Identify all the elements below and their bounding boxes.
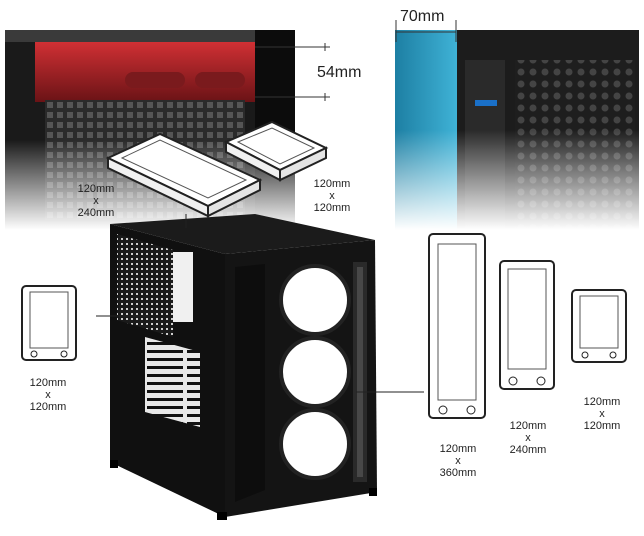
dimension-54-lines <box>255 43 330 101</box>
dimension-70-label: 70mm <box>400 8 445 25</box>
label-front-120: 120mm x 120mm <box>583 396 621 432</box>
dimension-70-lines <box>395 20 457 42</box>
label-top-large: 120mm x 240mm <box>77 183 115 219</box>
side-clearance-photo <box>395 30 639 230</box>
case-photo <box>105 212 385 524</box>
radiator-top-small <box>223 120 329 182</box>
radiator-rear <box>21 285 77 361</box>
dimension-54-label: 54mm <box>317 64 362 81</box>
label-front-240: 120mm x 240mm <box>509 420 547 456</box>
label-top-small: 120mm x 120mm <box>313 178 351 214</box>
label-front-360: 120mm x 360mm <box>439 443 477 479</box>
radiator-front-240 <box>499 260 555 390</box>
radiator-front-120 <box>571 289 627 363</box>
radiator-front-360 <box>428 233 486 419</box>
label-rear: 120mm x 120mm <box>29 377 67 413</box>
radiator-top-large <box>105 132 263 218</box>
